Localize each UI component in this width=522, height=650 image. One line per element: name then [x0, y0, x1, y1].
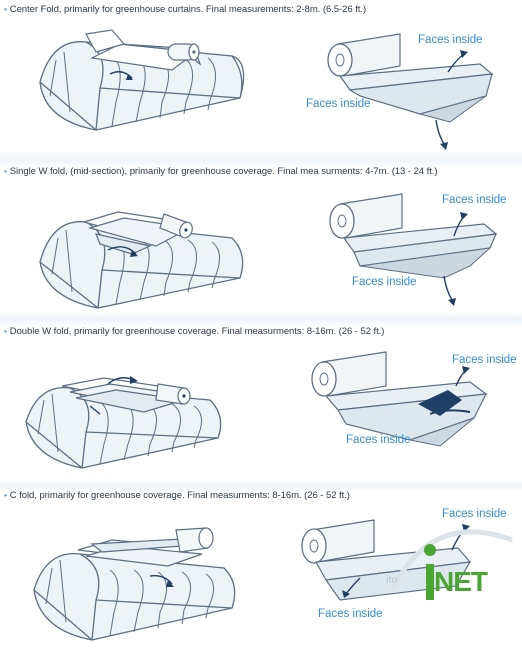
caption-double-w-fold: •Double W fold, primarily for greenhouse… — [4, 326, 384, 337]
caption-text: Single W fold, (mid-section), primarily … — [9, 166, 438, 177]
roll-icon — [159, 213, 193, 239]
arrow-icon — [89, 405, 101, 415]
bullet-icon: • — [4, 327, 7, 336]
film-roll-icon — [327, 33, 494, 123]
caption-text: Double W fold, primarily for greenhouse … — [9, 326, 385, 337]
label-faces-inside: Faces inside — [306, 98, 371, 110]
label-faces-inside: Faces inside — [452, 354, 517, 366]
watermark-logo-icon — [389, 529, 513, 600]
roll-icon — [155, 383, 191, 405]
arrow-icon — [429, 409, 471, 415]
section-center-fold: •Center Fold, primarily for greenhouse c… — [0, 4, 522, 164]
film-roll-icon — [329, 193, 498, 279]
caption-text: C fold, primarily for greenhouse coverag… — [9, 490, 350, 501]
arrow-icon — [109, 71, 133, 79]
label-faces-inside: Faces inside — [318, 608, 383, 620]
caption-center-fold: •Center Fold, primarily for greenhouse c… — [4, 4, 366, 15]
greenhouse-icon — [25, 386, 222, 469]
section-c-fold: •C fold, primarily for greenhouse covera… — [0, 490, 522, 650]
label-faces-inside: Faces inside — [352, 276, 417, 288]
section-single-w-fold: •Single W fold, (mid-section), primarily… — [0, 166, 522, 326]
label-faces-inside: Faces inside — [442, 194, 507, 206]
watermark-small-text: ito — [386, 574, 398, 586]
arrow-icon — [443, 275, 453, 301]
greenhouse-icon — [39, 41, 245, 131]
roll-icon — [167, 43, 200, 61]
bullet-icon: • — [4, 5, 7, 14]
label-faces-inside: Faces inside — [346, 434, 411, 446]
caption-single-w-fold: •Single W fold, (mid-section), primarily… — [4, 166, 438, 177]
bullet-icon: • — [4, 491, 7, 500]
greenhouse-icon — [33, 553, 236, 641]
label-faces-inside: Faces inside — [418, 34, 483, 46]
caption-c-fold: •C fold, primarily for greenhouse covera… — [4, 490, 350, 501]
label-faces-inside: Faces inside — [442, 508, 507, 520]
bullet-icon: • — [4, 167, 7, 176]
center-fold-illustration — [39, 29, 494, 150]
fold-arrow-icon — [418, 390, 462, 416]
section-double-w-fold: •Double W fold, primarily for greenhouse… — [0, 326, 522, 486]
arrow-icon — [435, 119, 445, 145]
watermark-text: NET — [434, 566, 488, 597]
arrow-icon — [149, 574, 173, 585]
c-fold-illustration — [33, 519, 472, 641]
single-w-fold-illustration — [39, 193, 498, 309]
double-w-fold-illustration — [25, 351, 488, 469]
caption-text: Center Fold, primarily for greenhouse cu… — [9, 4, 367, 15]
roll-icon — [175, 527, 214, 553]
